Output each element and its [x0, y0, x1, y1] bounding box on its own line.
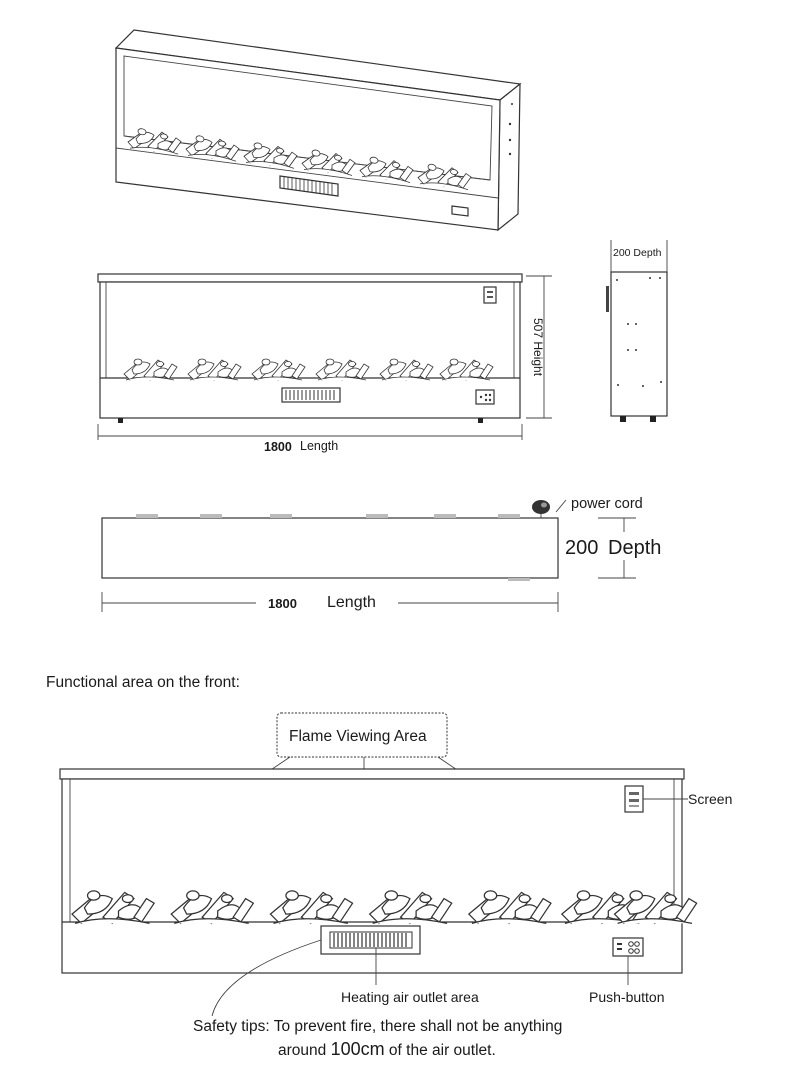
front-view: 507 Height 1800 Length [97, 273, 552, 454]
front-push-button-panel [475, 389, 495, 405]
plan-depth-value: 200 [565, 537, 598, 559]
plan-length-unit: Length [327, 594, 376, 611]
safety-tip-line1: Safety tips: To prevent fire, there shal… [193, 1018, 562, 1035]
functional-area-heading: Functional area on the front: [46, 674, 240, 691]
side-depth-label: 200 Depth [613, 247, 662, 259]
flame-area-callout-box [276, 712, 448, 758]
iso-heater-vent [279, 175, 339, 197]
heating-outlet-vent [320, 925, 421, 955]
heating-outlet-label: Heating air outlet area [341, 989, 479, 1005]
flame-area-label: Flame Viewing Area [289, 728, 427, 745]
screen-indicator [624, 785, 644, 813]
functional-area-view: Flame Viewing Area Screen [59, 712, 732, 1059]
power-cord-plug-icon [532, 500, 550, 518]
plan-length-value: 1800 [268, 596, 297, 611]
push-button-panel [612, 937, 644, 957]
power-cord-label: power cord [571, 496, 643, 512]
side-view: 200 Depth [606, 240, 668, 422]
isometric-view [114, 29, 522, 232]
front-length-value: 1800 [264, 440, 292, 454]
screen-label: Screen [688, 791, 732, 807]
front-length-unit: Length [300, 439, 338, 453]
plan-view: power cord 200 Depth 1800 Length [101, 496, 661, 612]
front-screen [483, 286, 497, 304]
push-button-label: Push-button [589, 989, 665, 1005]
safety-tip-line2: around 100cm of the air outlet. [278, 1039, 496, 1059]
front-height-label: 507 Height [531, 318, 545, 377]
plan-depth-unit: Depth [608, 537, 661, 559]
front-heater-vent [281, 387, 341, 403]
iso-control-panel [451, 205, 469, 217]
